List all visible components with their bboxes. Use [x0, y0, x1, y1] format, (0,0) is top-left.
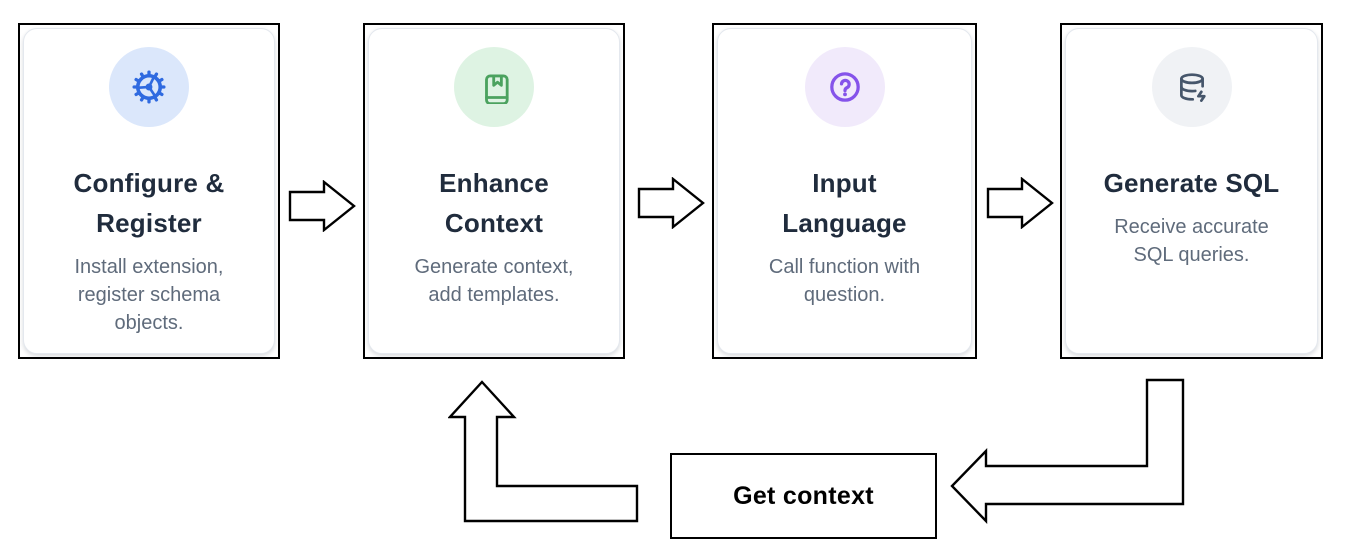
loop-arrow-up [448, 380, 639, 523]
loop-arrow-down-left [950, 378, 1185, 524]
book-icon-circle [454, 47, 534, 127]
step-title: Input Language [782, 168, 907, 238]
get-context-label-box: Get context [670, 453, 937, 539]
step-title: Enhance Context [439, 168, 549, 238]
step-card-input-language: Input Language Call function with questi… [712, 23, 977, 359]
step-card-surface: Enhance Context Generate context, add te… [368, 28, 620, 354]
database-bolt-icon [1179, 73, 1206, 102]
step-title: Configure & Register [73, 168, 225, 238]
step-card-surface: Configure & Register Install extension, … [23, 28, 275, 354]
flow-arrow-right-3 [986, 177, 1054, 229]
step-card-generate-sql: Generate SQL Receive accurate SQL querie… [1060, 23, 1323, 359]
get-context-label: Get context [733, 481, 874, 510]
step-description: Generate context, add templates. [414, 256, 574, 306]
step-title: Generate SQL [1103, 168, 1280, 198]
database-icon-circle [1151, 47, 1232, 127]
step-description: Receive accurate SQL queries. [1114, 216, 1269, 266]
flow-arrow-right-1 [288, 180, 356, 232]
step-description: Call function with question. [768, 256, 921, 306]
book-bookmark-icon [485, 74, 509, 104]
step-description: Install extension, register schema objec… [74, 256, 224, 334]
step-card-surface: Input Language Call function with questi… [717, 28, 972, 354]
question-icon-circle [804, 47, 885, 127]
step-card-configure-register: Configure & Register Install extension, … [18, 23, 280, 359]
gear-icon-circle [109, 47, 189, 127]
question-circle-icon [829, 72, 860, 102]
flow-arrow-right-2 [637, 177, 705, 229]
step-card-surface: Generate SQL Receive accurate SQL querie… [1065, 28, 1318, 354]
step-card-enhance-context: Enhance Context Generate context, add te… [363, 23, 625, 359]
gear-icon [132, 70, 166, 104]
